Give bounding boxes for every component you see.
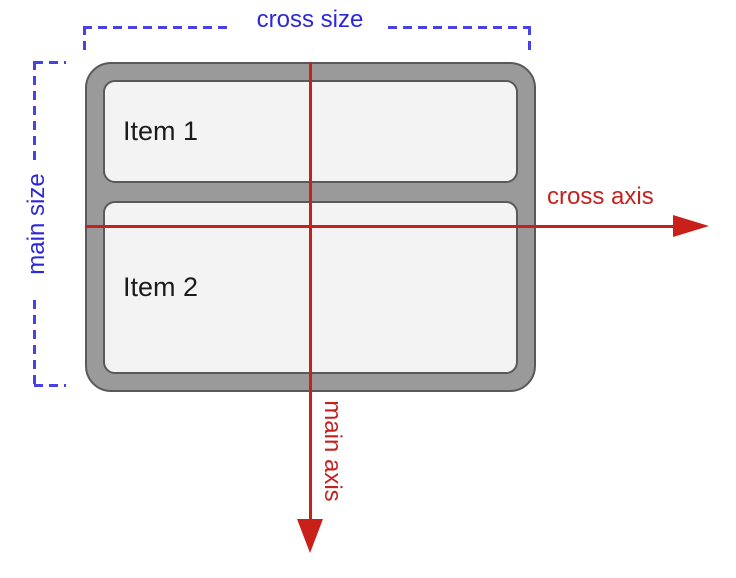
flex-item-1-label: Item 1	[123, 116, 199, 146]
main-axis-arrowhead-icon	[297, 519, 323, 553]
cross-axis-line	[85, 225, 674, 228]
cross-axis-arrowhead-icon	[673, 215, 709, 237]
main-size-bracket-bottom-tick	[34, 384, 66, 387]
cross-size-bracket-left-tick	[83, 26, 86, 56]
main-axis-label: main axis	[319, 400, 347, 502]
main-size-bracket-top-tick	[34, 61, 66, 64]
main-size-bracket-top-segment	[33, 61, 36, 162]
cross-size-bracket-right-segment	[388, 26, 530, 29]
main-axis-line	[309, 62, 312, 520]
cross-size-bracket-right-tick	[528, 26, 531, 56]
flex-item-2-label: Item 2	[123, 272, 199, 302]
main-size-bracket-bottom-segment	[33, 300, 36, 387]
cross-size-label: cross size	[256, 6, 364, 33]
main-size-label: main size	[22, 173, 50, 275]
cross-size-bracket-left-segment	[83, 26, 233, 29]
cross-axis-label: cross axis	[547, 183, 654, 210]
